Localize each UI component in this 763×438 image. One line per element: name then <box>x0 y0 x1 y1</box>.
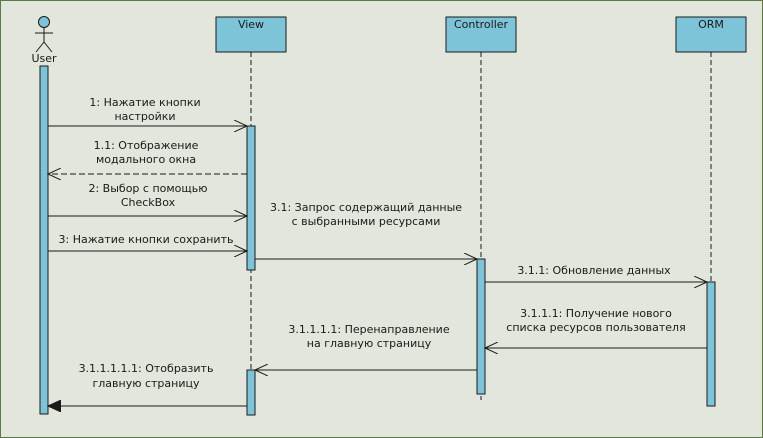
activation-bar-user <box>39 65 49 415</box>
message-label: 3.1.1.1: Получение нового <box>520 307 672 320</box>
activation-bar-orm <box>706 281 716 407</box>
activation-bar-view <box>246 125 256 271</box>
message-label: 1: Нажатие кнопки <box>89 96 200 109</box>
message-label: на главную страницу <box>307 337 432 350</box>
message-label: модального окна <box>96 153 196 166</box>
message-3[interactable]: 3: Нажатие кнопки сохранить <box>48 233 247 251</box>
participant-box-view[interactable] <box>215 16 287 53</box>
message-3-1-1-1-1-1[interactable]: 3.1.1.1.1.1: Отобразить главную страницу <box>48 362 247 406</box>
message-label: CheckBox <box>121 196 176 209</box>
actor-head-icon <box>38 16 50 28</box>
message-label: 3.1: Запрос содержащий данные <box>270 201 462 214</box>
message-label: главную страницу <box>92 377 199 390</box>
actor-user[interactable] <box>35 16 53 53</box>
message-label: 2: Выбор с помощью <box>88 182 207 195</box>
message-label: 1.1: Отображение <box>94 139 199 152</box>
participant-box-orm[interactable] <box>675 16 747 53</box>
participant-label-controller: Controller <box>454 18 509 31</box>
participant-label-user: User <box>31 52 57 65</box>
activation-bar-view <box>246 369 256 416</box>
message-label: списка ресурсов пользователя <box>506 321 685 334</box>
participant-label-view: View <box>238 18 264 31</box>
message-label: 3.1.1: Обновление данных <box>517 264 671 277</box>
participant-box-controller[interactable] <box>445 16 517 53</box>
message-label: 3.1.1.1.1: Перенаправление <box>288 323 449 336</box>
svg-text:3: Нажатие кнопки сохранить: 3: Нажатие кнопки сохранить <box>59 233 234 246</box>
message-label: с выбранными ресурсами <box>292 215 441 228</box>
message-label: 3: Нажатие кнопки сохранить <box>59 233 234 246</box>
activation-bar-controller <box>476 258 486 395</box>
svg-text:3.1.1: Обновление данных: 3.1.1: Обновление данных <box>517 264 671 277</box>
message-label: настройки <box>114 110 175 123</box>
message-label: 3.1.1.1.1.1: Отобразить <box>79 362 214 375</box>
participant-label-orm: ORM <box>698 18 724 31</box>
message-3-1-1[interactable]: 3.1.1: Обновление данных <box>485 264 707 282</box>
